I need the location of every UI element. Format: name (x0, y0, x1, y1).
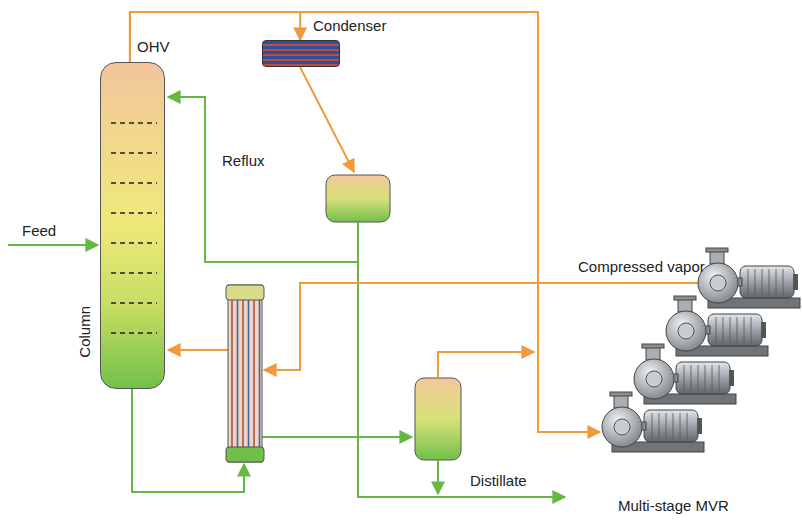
stream-label: Distillate (470, 472, 527, 489)
distillate-line (358, 262, 565, 497)
flash-drum (415, 378, 461, 460)
reflux-drum (326, 175, 390, 222)
condensate-to-flash-line (262, 436, 412, 438)
reflux-line (168, 97, 358, 262)
condenser-label: Condenser (313, 17, 386, 34)
condenser: Condenser (262, 40, 340, 67)
compressed-vapor-line (264, 283, 698, 370)
bottoms-line (132, 389, 244, 492)
flash-vapor-line (438, 352, 534, 378)
boilup-line (168, 349, 228, 351)
mvr-label: Multi-stage MVR (618, 497, 729, 514)
multi-stage-mvr: Multi-stage MVR (600, 250, 798, 518)
stream-label: Feed (22, 222, 56, 239)
mvr-compressors (602, 248, 800, 452)
feed-line (8, 244, 98, 246)
reboiler (226, 285, 264, 462)
column-trays (101, 63, 164, 388)
stream-label: Reflux (222, 152, 265, 169)
stream-label: Compressed vapor (578, 258, 705, 275)
condensate-line (300, 67, 354, 172)
column-label: Column (76, 306, 93, 358)
stream-label: OHV (137, 38, 170, 55)
flash-liquid-line (437, 460, 439, 494)
vapor-connector (130, 12, 600, 432)
distillation-column: Column (100, 62, 165, 389)
